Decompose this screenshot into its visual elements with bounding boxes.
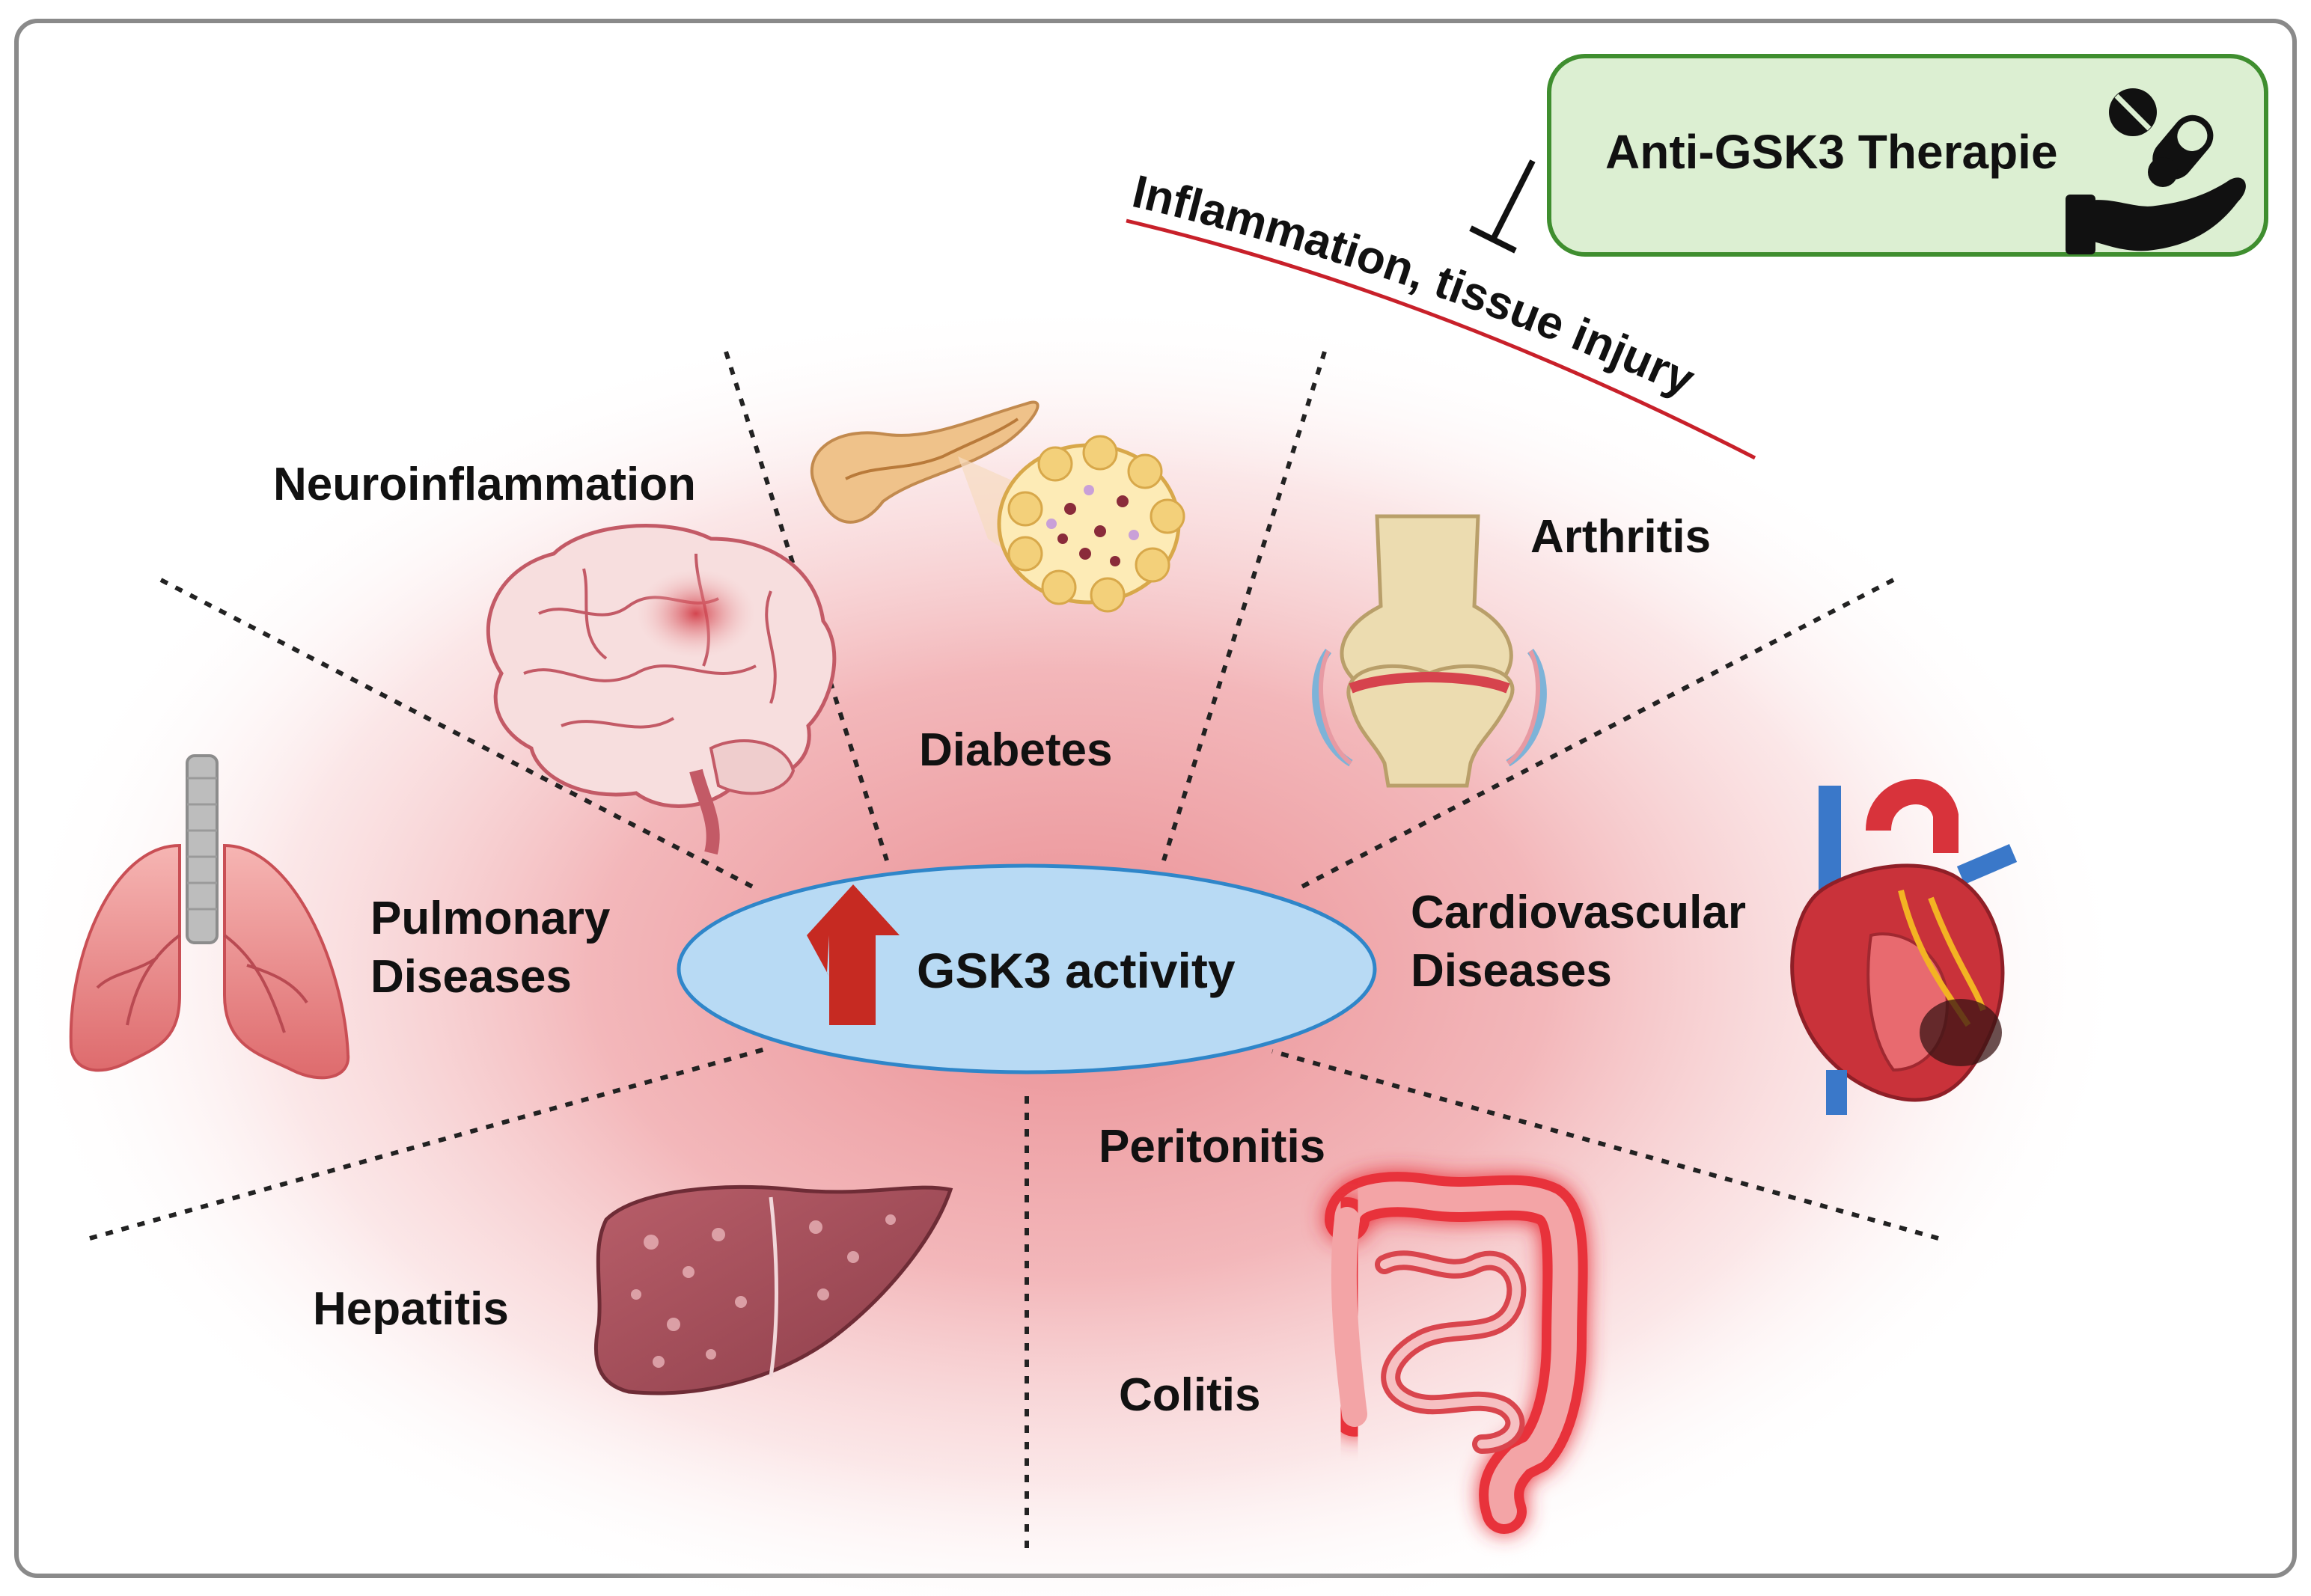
brain-icon (486, 524, 837, 855)
knee-joint-icon (1312, 514, 1547, 788)
disease-label-peritonitis: Peritonitis (1099, 1121, 1325, 1172)
disease-label-diabetes: Diabetes (919, 724, 1112, 776)
lungs-icon (69, 754, 350, 1080)
disease-label-arthritis: Arthritis (1530, 511, 1711, 563)
inhibition-icon (1469, 159, 1536, 254)
disease-label-neuroinflammation: Neuroinflammation (273, 459, 696, 510)
therapy-label: Anti-GSK3 Therapie (1605, 125, 2058, 179)
divider-line (1161, 351, 1327, 861)
disease-label-cardiovascular-line1: Cardiovascular (1411, 887, 1746, 938)
divider-line (159, 578, 761, 893)
divider-line (1293, 578, 1895, 893)
disease-label-hepatitis: Hepatitis (313, 1283, 509, 1335)
pancreas-icon (810, 400, 1185, 613)
disease-label-colitis: Colitis (1119, 1369, 1260, 1421)
divider-line (1271, 1049, 1939, 1241)
disease-label-pulmonary-line1: Pulmonary (370, 893, 611, 944)
divider-line (89, 1045, 772, 1241)
up-arrow-icon (807, 884, 900, 1025)
therapy-box: Anti-GSK3 Therapie (1547, 54, 2268, 257)
disease-label-pulmonary-line2: Diseases (370, 951, 572, 1003)
gsk3-center-node: GSK3 activity (677, 863, 1377, 1074)
hand-pills-icon (2066, 88, 2246, 254)
effect-underline (1126, 218, 1756, 460)
intestine-icon (1321, 1172, 1588, 1534)
liver-icon (593, 1184, 953, 1395)
disease-label-cardiovascular-line2: Diseases (1411, 945, 1612, 997)
heart-icon (1790, 779, 2018, 1115)
gsk3-activity-label: GSK3 activity (917, 943, 1236, 998)
